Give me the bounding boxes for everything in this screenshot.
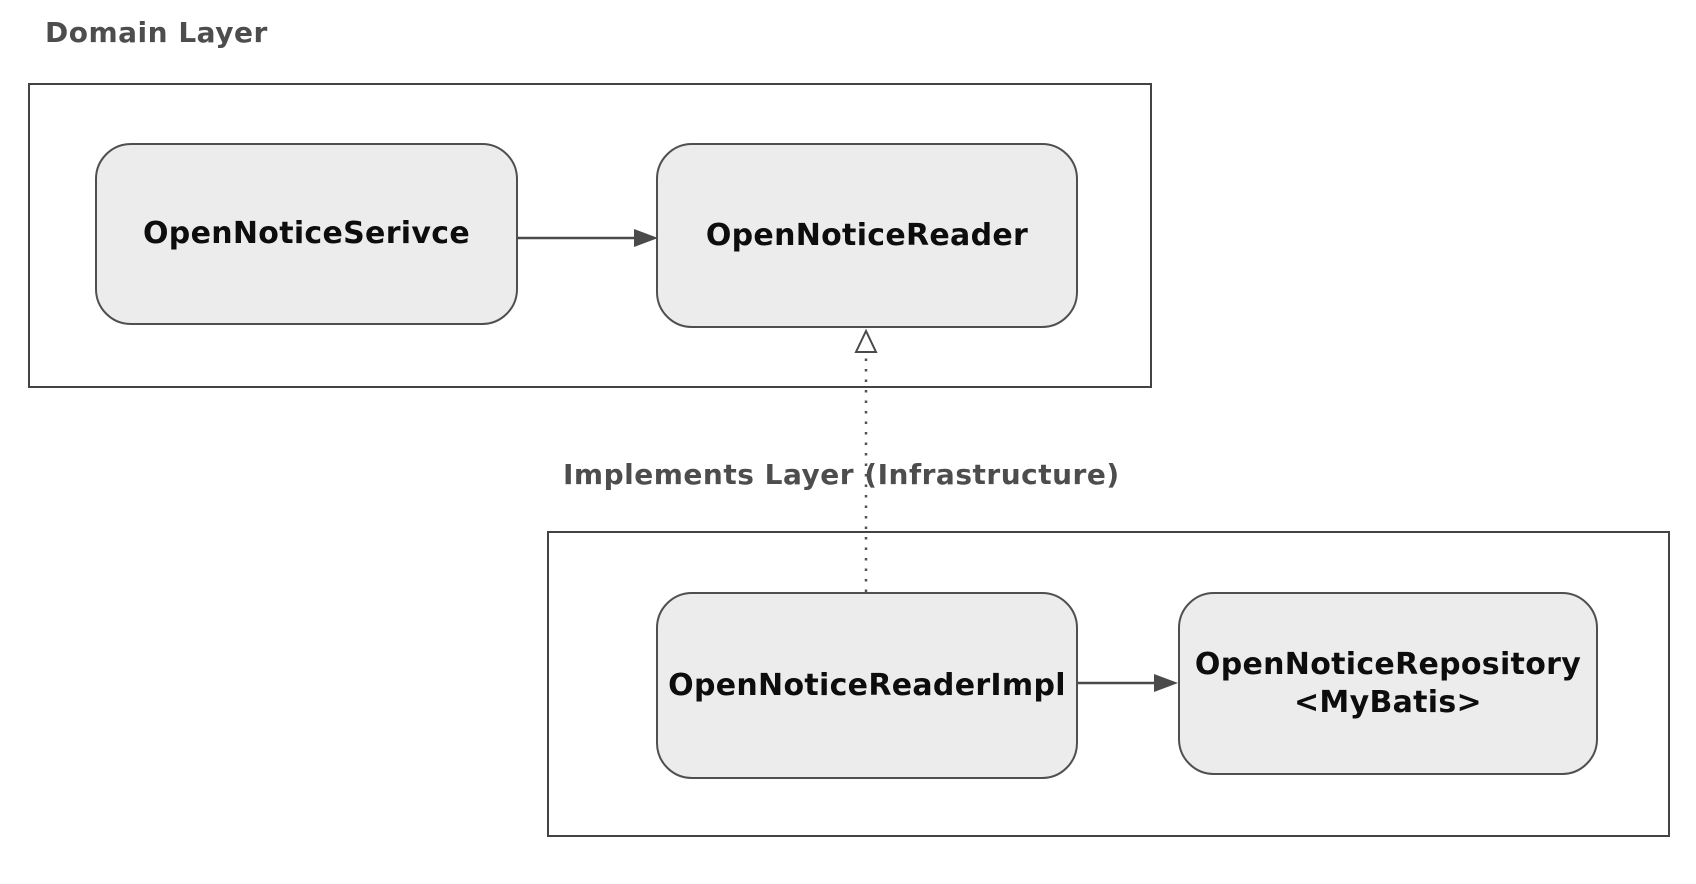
- node-open-notice-serivce: OpenNoticeSerivce: [95, 143, 518, 325]
- node-open-notice-reader-impl: OpenNoticeReaderImpl: [656, 592, 1078, 779]
- node-open-notice-repository-label: OpenNoticeRepository: [1194, 647, 1582, 682]
- domain-layer-container: [28, 83, 1152, 388]
- node-open-notice-repository: OpenNoticeRepository <MyBatis>: [1178, 592, 1598, 775]
- node-open-notice-reader-impl-label: OpenNoticeReaderImpl: [668, 667, 1066, 703]
- node-open-notice-serivce-label: OpenNoticeSerivce: [143, 216, 470, 252]
- implements-layer-label: Implements Layer (Infrastructure): [563, 458, 1120, 491]
- implements-layer-container: [547, 531, 1670, 837]
- node-open-notice-repository-sublabel: <MyBatis>: [1294, 684, 1482, 720]
- node-open-notice-reader-label: OpenNoticeReader: [705, 217, 1029, 253]
- domain-layer-label: Domain Layer: [45, 16, 268, 49]
- node-open-notice-reader: OpenNoticeReader: [656, 143, 1078, 328]
